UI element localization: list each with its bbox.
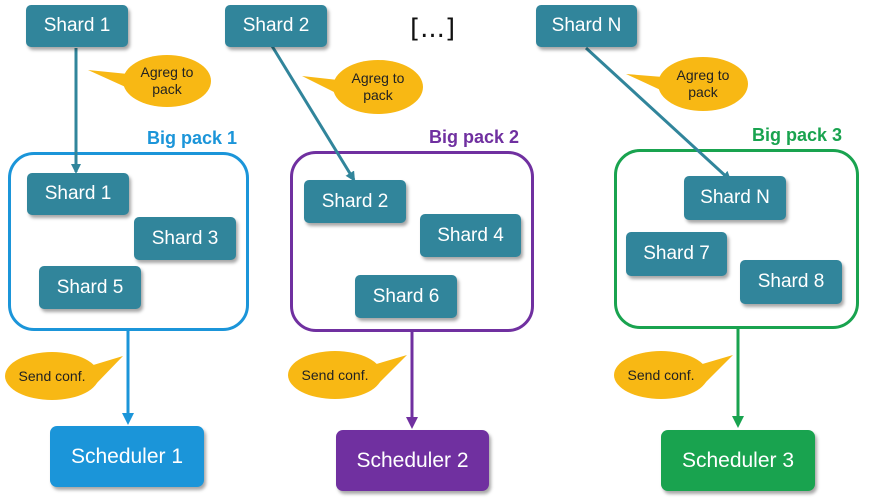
aggregate-bubble-3 [626, 57, 748, 111]
send-bubble-3-text: Send conf. [627, 366, 695, 383]
scheduler-2: Scheduler 2 [336, 430, 489, 491]
pack3-shard-n: Shard N [684, 176, 786, 220]
aggregate-bubble-3-text: Agreg to pack [676, 67, 730, 100]
top-shard-2: Shard 2 [225, 5, 327, 47]
shardn-to-pack3-arrow [584, 46, 732, 182]
pack2-shard-4: Shard 4 [420, 214, 521, 257]
pack3-shard-8: Shard 8 [740, 260, 842, 304]
pack3-shard-7: Shard 7 [626, 232, 727, 276]
big-pack-3-label: Big pack 3 [752, 125, 843, 145]
top-shard-n: Shard N [536, 5, 637, 47]
aggregate-bubble-1-text: Agreg to pack [140, 64, 194, 97]
big-pack-1-label: Big pack 1 [147, 128, 238, 148]
scheduler-1: Scheduler 1 [50, 426, 204, 487]
shard2-to-pack2-arrow [270, 45, 356, 182]
pack2-shard-2: Shard 2 [304, 180, 406, 223]
aggregate-bubble-2 [302, 60, 423, 114]
pack1-shard-3: Shard 3 [134, 217, 236, 260]
aggregate-bubble-1 [88, 55, 211, 107]
top-shard-1: Shard 1 [26, 5, 128, 47]
send-bubble-3 [614, 351, 733, 399]
send-bubble-2-text: Send conf. [301, 366, 369, 383]
big-pack-2-label: Big pack 2 [429, 127, 520, 147]
pack1-shard-5: Shard 5 [39, 266, 141, 309]
pack1-shard-1: Shard 1 [27, 173, 129, 215]
send-bubble-1 [5, 352, 123, 400]
scheduler-3: Scheduler 3 [661, 430, 815, 491]
send-bubble-2 [288, 351, 407, 399]
ellipsis-text: [...] [410, 14, 456, 44]
aggregate-bubble-2-text: Agreg to pack [351, 70, 405, 103]
pack2-shard-6: Shard 6 [355, 275, 457, 318]
send-bubble-1-text: Send conf. [18, 367, 86, 384]
